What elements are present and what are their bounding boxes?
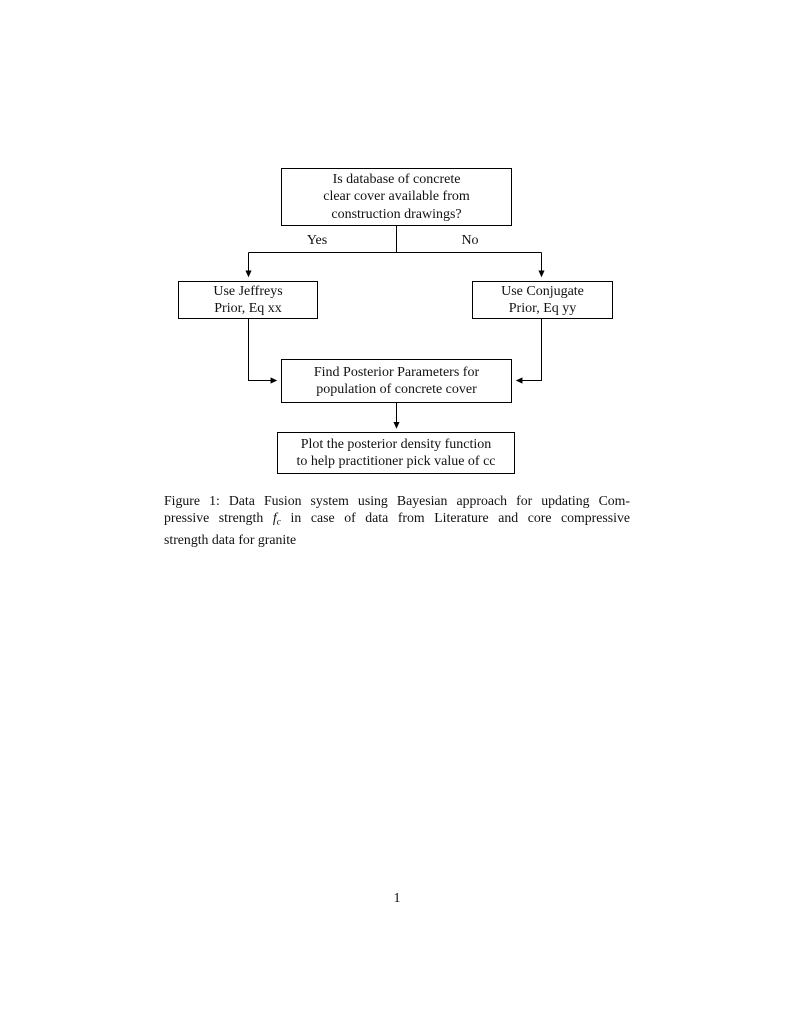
flow-node-conjugate-line: Prior, Eq yy	[508, 301, 577, 316]
caption-text: pressive strength	[164, 510, 273, 526]
flow-node-jeffreys-prior: Use Jeffreys Prior, Eq xx	[178, 281, 318, 319]
flow-node-question-line: clear cover available from	[323, 189, 470, 205]
flow-node-question: Is database of concrete clear cover avai…	[281, 168, 512, 226]
connector-conjugate-to-posterior	[515, 319, 542, 384]
flow-node-conjugate-prior: Use Conjugate Prior, Eq yy	[472, 281, 613, 319]
figure-caption: Figure 1: Data Fusion system using Bayes…	[164, 492, 630, 548]
edge-label-no: No	[461, 233, 479, 248]
flow-node-jeffreys-line: Prior, Eq xx	[214, 301, 282, 316]
caption-math-fc: f	[272, 510, 277, 526]
edge-label-yes: Yes	[306, 233, 328, 248]
figure-caption-line-1: Figure 1: Data Fusion system using Bayes…	[164, 493, 630, 508]
flow-node-plot-density: Plot the posterior density function to h…	[277, 432, 515, 474]
flow-node-posterior-line: population of concrete cover	[316, 382, 477, 397]
flow-node-question-line: Is database of concrete	[332, 171, 461, 187]
flow-node-conjugate-line: Use Conjugate	[501, 283, 584, 299]
flow-node-jeffreys-line: Use Jeffreys	[213, 283, 283, 299]
caption-text: in case of data from Literature and core…	[280, 510, 630, 526]
caption-math-fc-subscript: c	[276, 516, 281, 528]
flow-node-question-line: construction drawings?	[331, 206, 462, 222]
connector-jeffreys-to-posterior	[248, 319, 278, 384]
flow-node-plot-line: Plot the posterior density function	[300, 436, 492, 452]
flow-node-plot-line: to help practitioner pick value of cc	[296, 454, 496, 469]
figure-caption-line-2: pressive strength fc in case of data fro…	[164, 509, 630, 531]
page-number: 1	[393, 891, 401, 906]
flow-node-posterior-line: Find Posterior Parameters for	[313, 364, 480, 380]
figure-caption-line-3: strength data for granite	[164, 532, 297, 547]
flow-node-posterior-parameters: Find Posterior Parameters for population…	[281, 359, 512, 403]
